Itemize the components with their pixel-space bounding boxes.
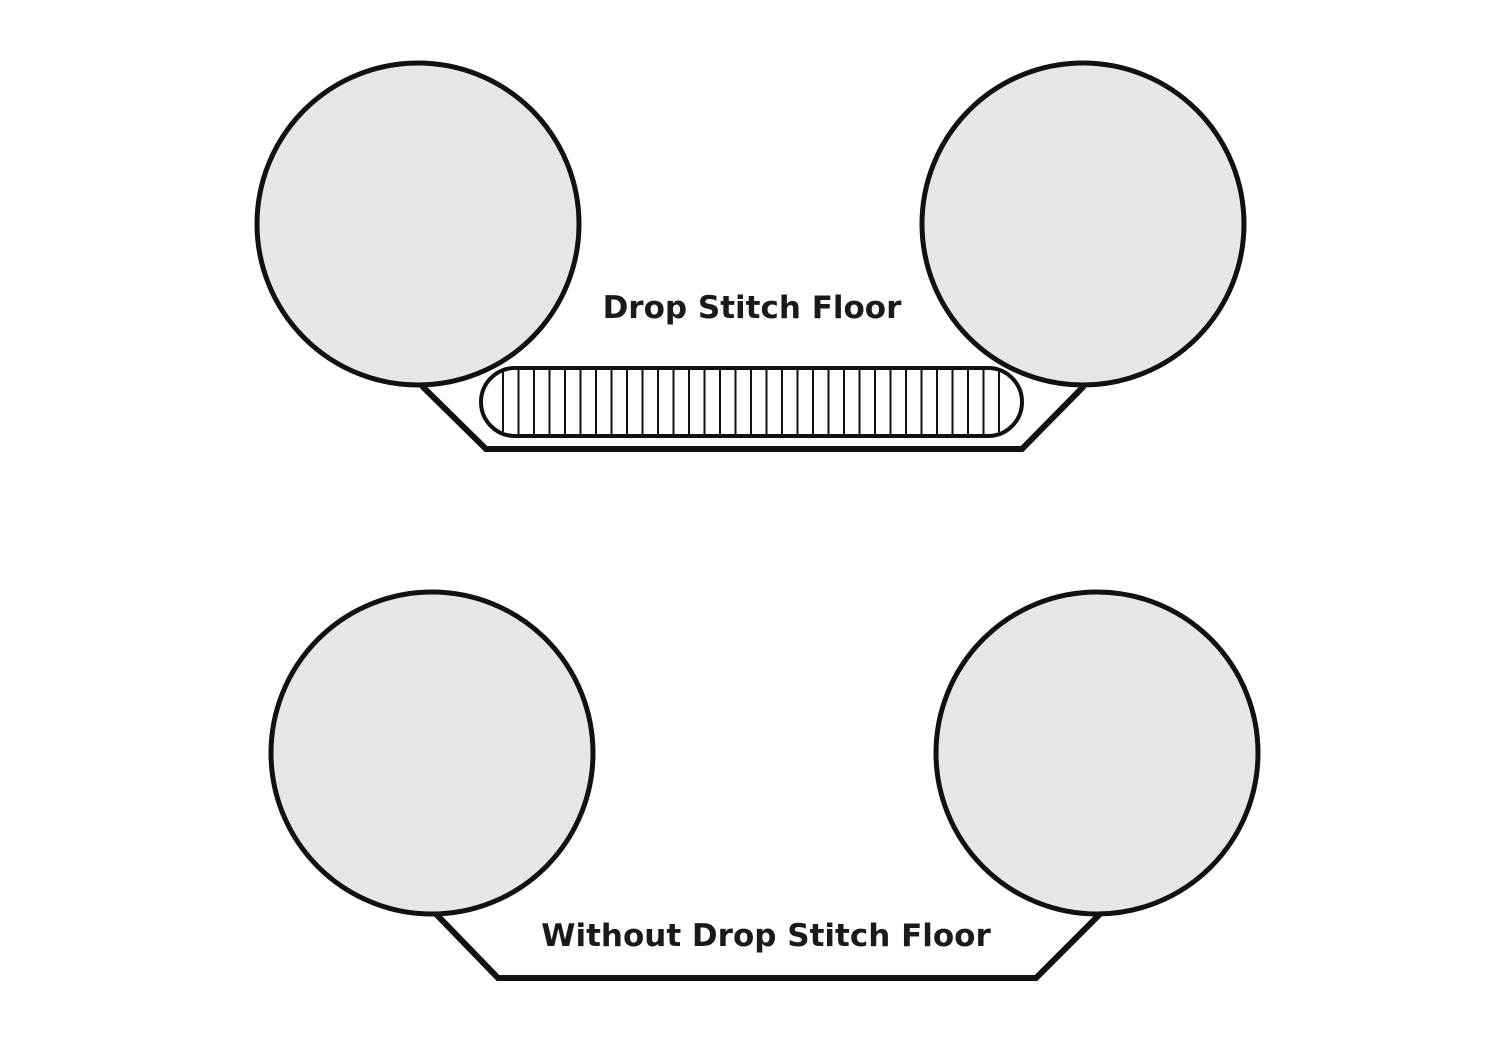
right-tube-top	[919, 60, 1247, 388]
hull-outline-bottom	[433, 911, 1103, 981]
cross-section-with-floor: Drop Stitch Floor	[254, 60, 1247, 452]
right-tube-bottom	[933, 589, 1261, 917]
cross-section-without-floor: Without Drop Stitch Floor	[268, 589, 1261, 981]
left-tube-top	[254, 60, 582, 388]
label-without-drop-stitch-floor: Without Drop Stitch Floor	[541, 918, 991, 954]
left-tube-bottom	[268, 589, 596, 917]
hull-outline-top	[419, 383, 1087, 452]
label-drop-stitch-floor: Drop Stitch Floor	[603, 290, 903, 326]
drop-stitch-threads	[502, 370, 1000, 434]
